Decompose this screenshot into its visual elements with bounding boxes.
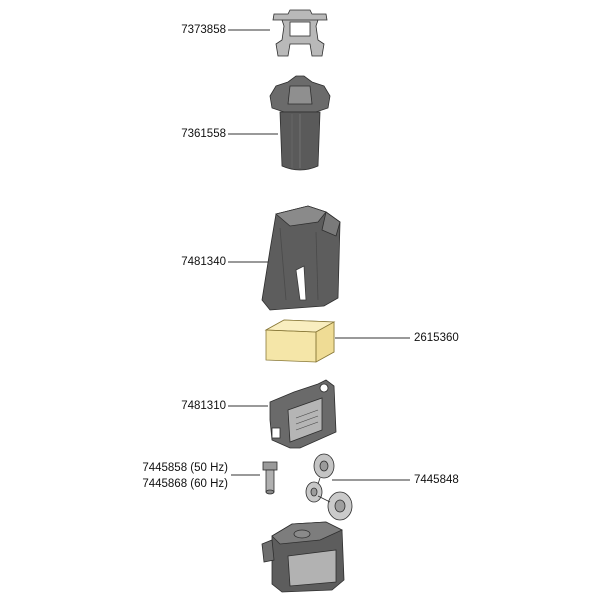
impeller-part <box>262 461 278 495</box>
sponge-part <box>264 319 336 363</box>
part-number-7481310: 7481310 <box>181 400 226 412</box>
clip-part <box>272 9 328 57</box>
part-number-2615360: 2615360 <box>414 332 459 344</box>
part-number-7373858: 7373858 <box>181 24 226 36</box>
suction-cups-part <box>305 453 353 521</box>
leader-lines <box>228 29 410 481</box>
part-number-7481340: 7481340 <box>181 256 226 268</box>
part-number-7361558: 7361558 <box>181 128 226 140</box>
inlet-tube-part <box>269 75 331 171</box>
filter-canister-part <box>261 205 341 311</box>
part-number-7445848: 7445848 <box>414 474 459 486</box>
pump-motor-part <box>261 521 345 593</box>
part-number-7445858: 7445858 (50 Hz) <box>142 462 228 474</box>
pump-bracket-part <box>269 379 337 449</box>
part-number-7445868: 7445868 (60 Hz) <box>142 478 228 490</box>
